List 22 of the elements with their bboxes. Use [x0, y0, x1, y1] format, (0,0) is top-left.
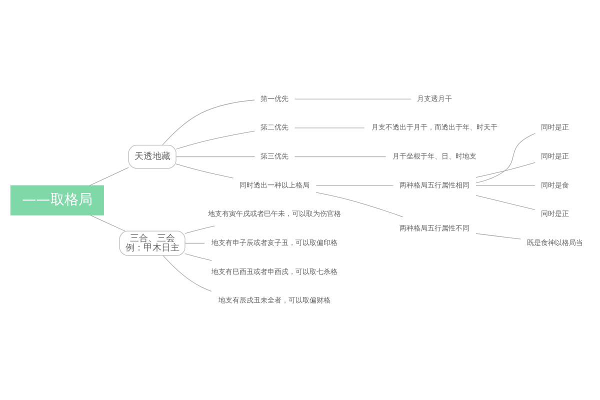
node-box: ——取格局: [10, 185, 104, 216]
connector: [176, 156, 256, 158]
connector: [90, 214, 126, 232]
connector: [184, 242, 205, 244]
connector: [316, 192, 404, 218]
connector: [162, 255, 212, 292]
connector: [176, 164, 234, 178]
connector: [184, 253, 212, 261]
connector: [294, 98, 412, 100]
connector: [316, 185, 394, 186]
connector: [89, 167, 129, 186]
connector: [476, 185, 536, 186]
connector: [476, 162, 536, 178]
connector: [176, 130, 256, 150]
connector: [476, 195, 536, 210]
connector: [294, 156, 386, 158]
node-box: 天透地藏: [128, 144, 176, 169]
connector: [476, 233, 521, 240]
connector: [184, 226, 215, 234]
connector: [162, 100, 255, 146]
node-box: 三合、三会 例：甲木日主: [119, 230, 186, 256]
connector: [476, 133, 536, 184]
